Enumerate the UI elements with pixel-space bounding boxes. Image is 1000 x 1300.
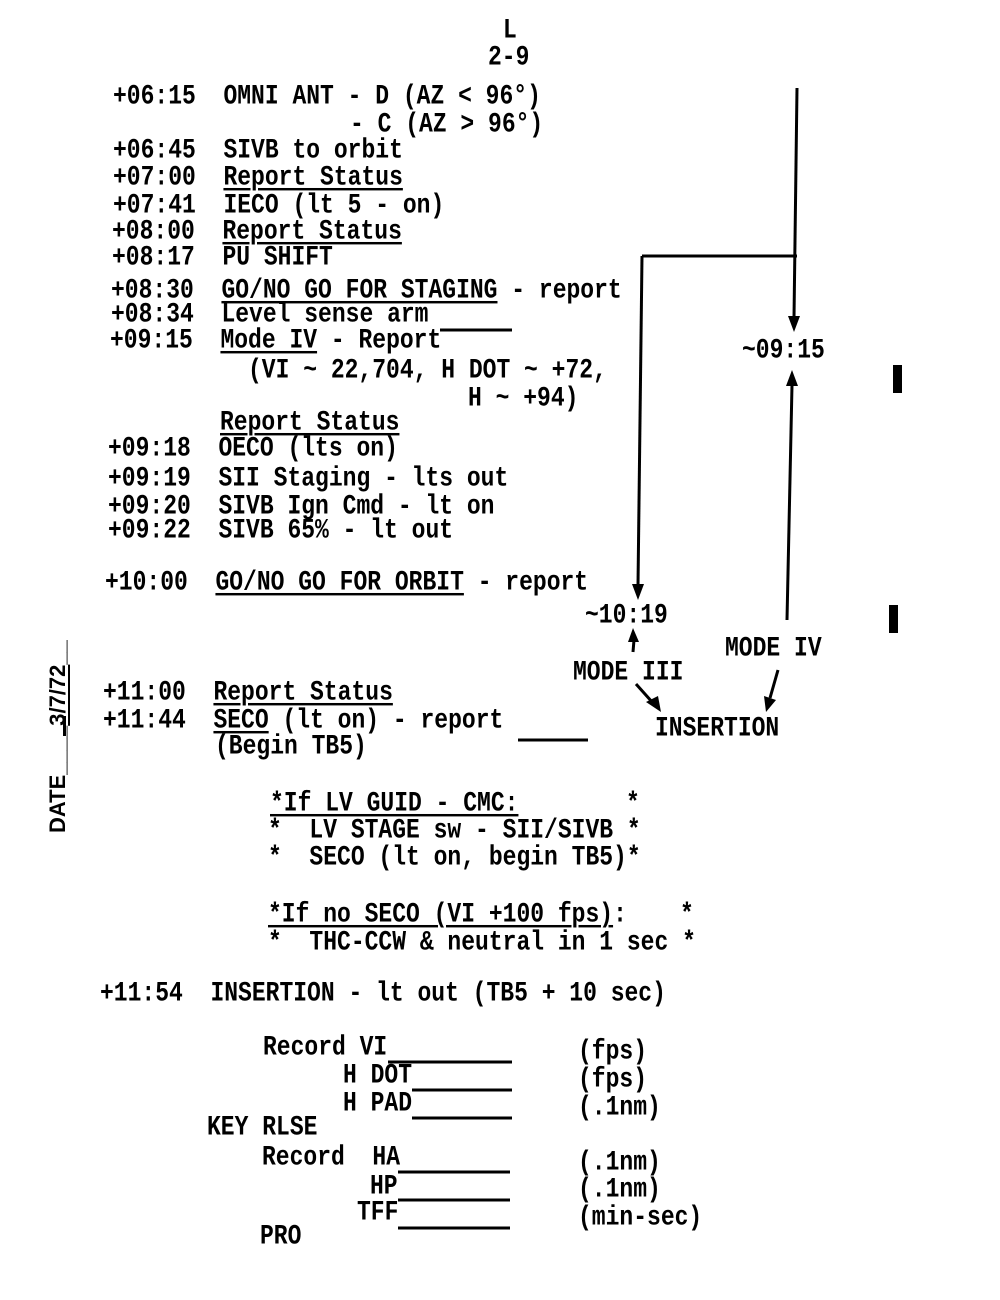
record-unit: (.1nm) [578, 1146, 661, 1178]
record-tff: TFF [357, 1196, 399, 1228]
note: * LV STAGE sw - SII/SIVB * [268, 814, 641, 846]
insertion-label: INSERTION [655, 712, 780, 744]
record-vi: Record VI [263, 1031, 388, 1063]
record-unit: (.1nm) [578, 1173, 661, 1205]
record-unit: (fps) [578, 1063, 648, 1095]
entry: +09:20 SIVB Ign Cmd - lt on [108, 490, 495, 522]
entry: +09:18 OECO (lts on) [108, 432, 398, 464]
arrow-down-icon [632, 584, 644, 600]
mode-iv-label: MODE IV [725, 632, 822, 664]
entry: (VI ~ 22,704, H DOT ~ +72, [248, 354, 607, 386]
entry: +08:30 GO/NO GO FOR STAGING - report [111, 274, 622, 306]
entry: +10:00 GO/NO GO FOR ORBIT - report [105, 566, 589, 598]
entry: +09:15 Mode IV - Report [110, 324, 442, 356]
arrow-up-icon [786, 370, 798, 386]
record-hp: HP [370, 1170, 398, 1202]
entry: - C (AZ > 96°) [350, 108, 544, 140]
record-hdot: H DOT [343, 1059, 413, 1091]
entry: +08:00 Report Status [112, 215, 402, 247]
entry: +07:00 Report Status [113, 161, 403, 193]
entry: +06:45 SIVB to orbit [113, 134, 403, 166]
arrow-diagonal-icon [764, 696, 776, 712]
entry: Report Status [220, 406, 400, 438]
note: * SECO (lt on, begin TB5)* [268, 841, 641, 873]
note: *If no SECO (VI +100 fps): [268, 898, 627, 930]
note-star: * [680, 898, 694, 930]
record-unit: (fps) [578, 1035, 648, 1067]
time-0915: ~09:15 [742, 334, 825, 366]
mode-iii-label: MODE III [573, 656, 684, 688]
record-unit: (.1nm) [578, 1091, 661, 1123]
change-bar [889, 605, 898, 633]
note: * THC-CCW & neutral in 1 sec * [268, 926, 696, 958]
margin-tick [63, 716, 66, 736]
entry: +09:19 SII Staging - lts out [108, 462, 509, 494]
entry: +09:22 SIVB 65% - lt out [108, 514, 454, 546]
change-bar [893, 365, 902, 393]
section-letter: L [503, 14, 517, 46]
entry: +06:15 OMNI ANT - D (AZ < 96°) [113, 80, 541, 112]
time-1019: ~10:19 [585, 599, 668, 631]
record-hpad: H PAD [343, 1087, 413, 1119]
note: *If LV GUID - CMC: [270, 787, 519, 819]
arrow-down-icon [788, 316, 800, 332]
entry: +11:00 Report Status [103, 676, 393, 708]
page-number: 2-9 [488, 41, 530, 73]
entry: (Begin TB5) [215, 730, 367, 762]
entry: +11:54 INSERTION - lt out (TB5 + 10 sec) [100, 977, 666, 1009]
record-ha: Record HA [262, 1141, 401, 1173]
key-rlse: KEY RLSE [207, 1111, 318, 1143]
entry: +08:17 PU SHIFT [112, 241, 333, 273]
note-star: * [626, 787, 640, 819]
arrow-diagonal-icon [646, 696, 661, 712]
record-unit: (min-sec) [578, 1201, 703, 1233]
arrow-up-icon [628, 628, 639, 642]
entry: +11:44 SECO (lt on) - report [103, 704, 504, 736]
entry: +07:41 IECO (lt 5 - on) [113, 189, 445, 221]
entry: H ~ +94) [468, 382, 579, 414]
pro: PRO [260, 1220, 302, 1252]
entry: +08:34 Level sense arm [111, 298, 429, 330]
